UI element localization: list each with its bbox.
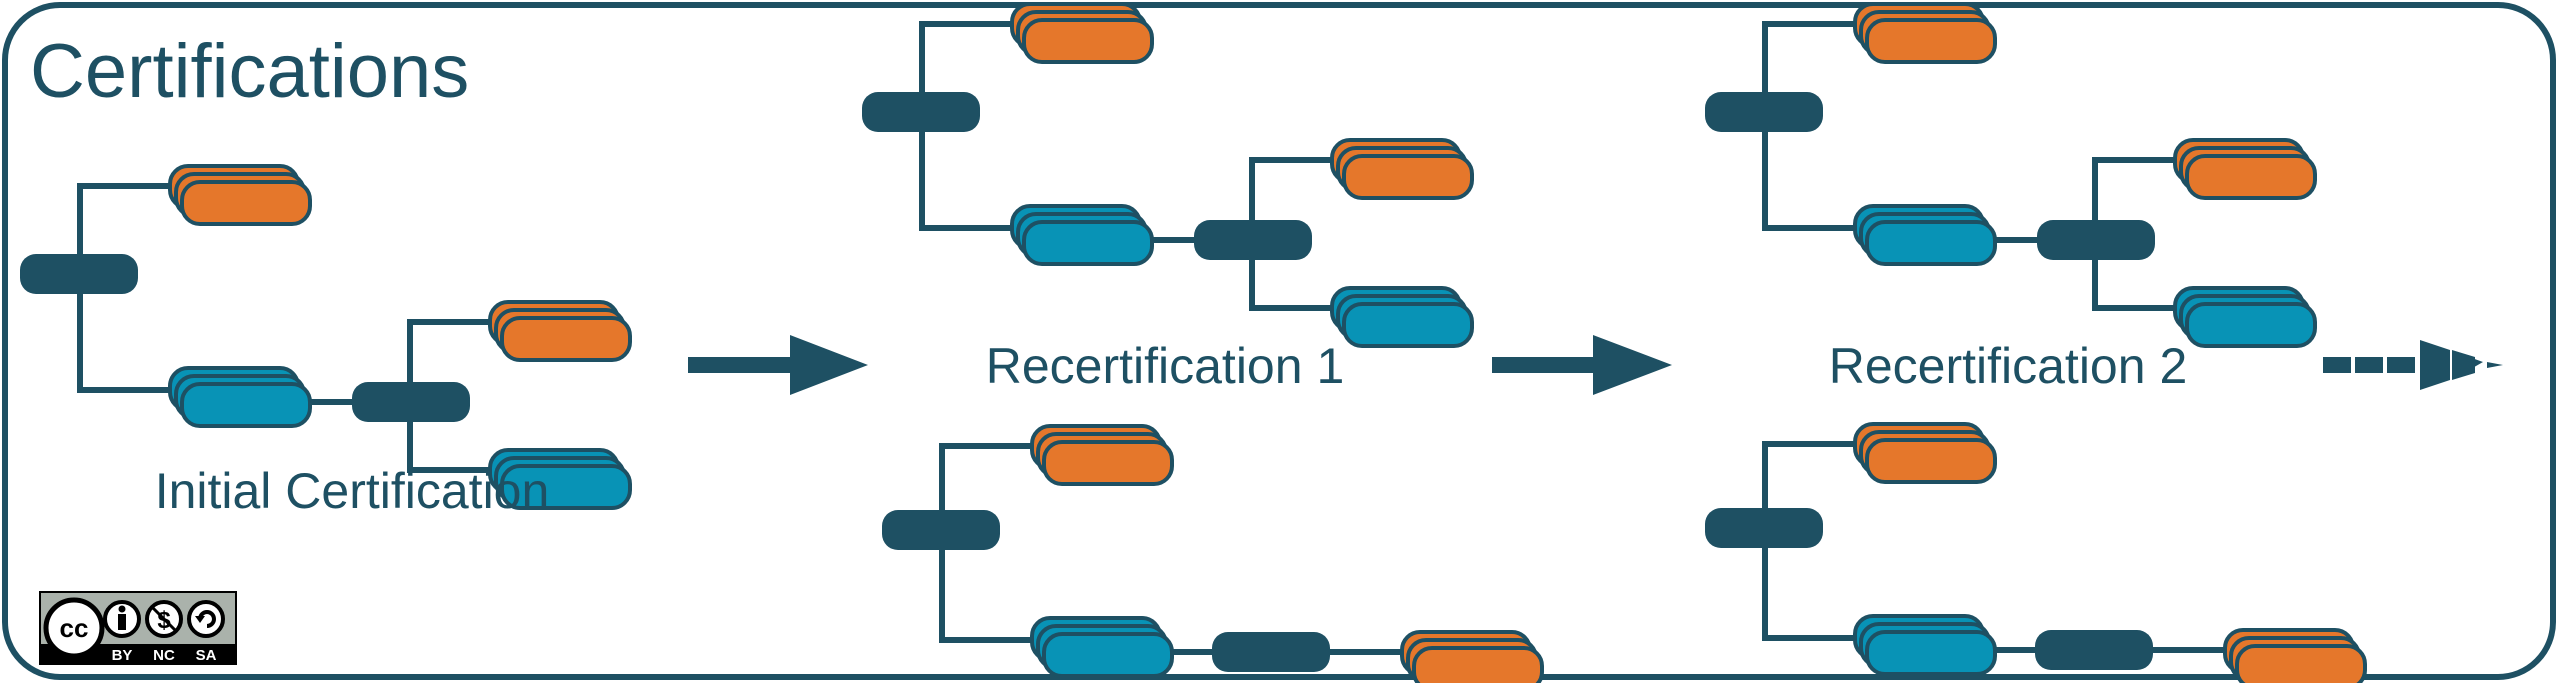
decision-node [1705,508,1823,548]
blue-stack [1010,204,1154,266]
license-badge: cc $ BY NC SA [39,591,237,665]
blue-stack [2173,286,2317,348]
connector-line [939,542,1032,643]
stack-card [1865,438,1997,484]
connector-line [919,124,1012,231]
orange-stack [488,300,632,362]
stack-card [1865,18,1997,64]
license-label-nc: NC [153,647,175,664]
sa-icon [187,600,225,638]
connector-line [1762,540,1855,641]
stack-card [1865,220,1997,266]
stack-card [2185,154,2317,200]
stage-label-recert-1: Recertification 1 [986,338,1345,394]
tree-recert2-top [1705,2,2317,348]
decision-node [352,382,470,422]
orange-stack [2223,628,2367,688]
stage-label-recert-2: Recertification 2 [1829,338,2188,394]
stack-card [1865,630,1997,676]
decision-node [1194,220,1312,260]
blue-stack [488,448,632,510]
license-label-by: BY [112,647,133,664]
connector-line [2092,157,2175,220]
stack-card [1042,440,1174,486]
orange-stack [2173,138,2317,200]
decision-node [1705,92,1823,132]
stack-card [180,382,312,428]
stack-card [2235,644,2367,688]
decision-node [862,92,980,132]
page-title: Certifications [30,29,469,114]
orange-stack [1010,2,1154,64]
decision-node [20,254,138,294]
decision-node [1212,632,1330,672]
connector-line [939,443,1032,518]
stack-card [500,316,632,362]
stack-card [1412,646,1544,688]
tree-recert1-top [862,2,1474,348]
blue-stack [1330,286,1474,348]
connector-line [919,21,1012,100]
orange-stack [168,164,312,226]
tree-recert2-bottom [1705,422,2367,688]
connector-line [1249,157,1332,220]
connector-line [2092,260,2175,311]
stack-card [1022,220,1154,266]
orange-stack [1330,138,1474,200]
orange-stack [1853,422,1997,484]
orange-stack [1853,2,1997,64]
license-label-sa: SA [196,647,217,664]
blue-stack [1853,204,1997,266]
nc-icon: $ [145,600,183,638]
cc-icon: cc [60,613,89,643]
orange-stack [1400,630,1544,688]
connector-line [407,422,490,473]
stack-card [500,464,632,510]
decision-node [2037,220,2155,260]
connector-line [77,286,170,393]
stack-card [2185,302,2317,348]
stack-card [1342,302,1474,348]
stack-card [1342,154,1474,200]
connector-line [1762,124,1855,231]
decision-node [882,510,1000,550]
connector-line [77,183,170,262]
stack-card [1042,632,1174,678]
arrow-dashed-continuation [2323,340,2503,390]
arrow-initial-to-recert1 [688,335,868,395]
tree-initial [20,164,632,510]
tree-recert1-bottom [882,424,1544,688]
stack-card [1022,18,1154,64]
orange-stack [1030,424,1174,486]
connector-line [1762,441,1855,516]
stack-card [180,180,312,226]
blue-stack [168,366,312,428]
by-icon [103,600,141,638]
decision-node [2035,630,2153,670]
blue-stack [1030,616,1174,678]
connector-line [407,319,490,382]
connector-line [1249,260,1332,311]
arrow-recert1-to-recert2 [1492,335,1672,395]
blue-stack [1853,614,1997,676]
stage-label-initial: Initial Certification [155,463,550,519]
connector-line [1762,21,1855,100]
